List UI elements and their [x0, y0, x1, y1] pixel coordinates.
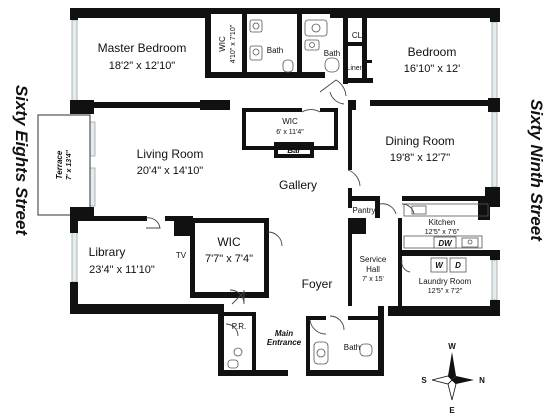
compass-west: W: [448, 342, 456, 351]
foyer-name: Foyer: [302, 277, 333, 291]
bathroom-fixtures: [227, 19, 373, 369]
pantry-name: Pantry: [352, 206, 375, 215]
bath-top-right-name: Bath: [324, 49, 340, 58]
linen-name: Linen: [346, 65, 363, 72]
laundry-room-name: Laundry Room: [419, 277, 472, 286]
dryer-box: [449, 257, 467, 273]
terrace-label: Terrace: [55, 150, 64, 179]
bath-bottom-name: Bath: [344, 343, 360, 352]
compass-north: N: [479, 376, 485, 385]
interior-walls: [92, 14, 495, 372]
library-name: Library: [89, 245, 126, 259]
laundry-room-dims: 12'5" x 7'2": [428, 288, 463, 295]
bedroom-name: Bedroom: [408, 45, 457, 59]
street-label-left: Sixty Eights Street: [12, 85, 31, 237]
master-bedroom-name: Master Bedroom: [98, 41, 187, 55]
service-hall-dims: 7' x 15': [362, 276, 384, 283]
powder-room-name: P.R.: [232, 322, 247, 331]
bedroom-dims: 16'10" x 12': [404, 63, 460, 75]
appliance-labels: DW W D: [430, 236, 467, 273]
kitchen-name: Kitchen: [429, 218, 456, 227]
washer-label: W: [435, 261, 444, 270]
exterior-walls: [70, 8, 500, 376]
washer-box: [430, 257, 448, 273]
wic-lower-name: WIC: [217, 235, 241, 249]
terrace-dims: 7' x 13'4": [66, 149, 73, 180]
wic-top-dims: 4'10" x 7'10": [230, 24, 237, 63]
dishwasher-box: [433, 236, 457, 249]
library-dims: 23'4" x 11'10": [89, 264, 155, 276]
wic-lower-dims: 7'7" x 7'4": [205, 253, 253, 265]
dining-room-name: Dining Room: [385, 134, 454, 148]
main-entrance-line2: Entrance: [267, 338, 302, 347]
dryer-label: D: [455, 261, 461, 270]
compass-star-icon: [431, 352, 474, 401]
master-bedroom-dims: 18'2" x 12'10": [109, 60, 176, 72]
compass-south: S: [421, 376, 427, 385]
wic-middle-name: WIC: [282, 117, 298, 126]
door-swings: [145, 79, 415, 337]
gallery-name: Gallery: [279, 178, 317, 192]
living-room-dims: 20'4" x 14'10": [137, 165, 204, 177]
service-hall-line2: Hall: [366, 265, 380, 274]
street-label-right: Sixty Ninth Street: [527, 99, 546, 242]
kitchen-dims: 12'5" x 7'6": [425, 229, 460, 236]
closet-name: CL: [352, 31, 363, 40]
living-room-name: Living Room: [137, 147, 204, 161]
dishwasher-label: DW: [438, 239, 453, 248]
bath-top-left-name: Bath: [267, 46, 283, 55]
terrace: Terrace 7' x 13'4": [37, 114, 91, 216]
bar-name: Bar: [287, 146, 301, 155]
dining-room-dims: 19'8" x 12'7": [390, 152, 450, 164]
wic-top-name: WIC: [218, 36, 227, 52]
service-hall-line1: Service: [360, 255, 387, 264]
wic-middle-dims: 6' x 11'4": [276, 129, 304, 136]
compass-rose: W S N E: [421, 342, 485, 415]
terrace-outline: [37, 114, 91, 216]
main-entrance-line1: Main: [275, 329, 293, 338]
tv-name: TV: [176, 251, 187, 260]
compass-east: E: [449, 406, 455, 415]
room-labels: Master Bedroom 18'2" x 12'10" WIC 4'10" …: [89, 24, 472, 352]
